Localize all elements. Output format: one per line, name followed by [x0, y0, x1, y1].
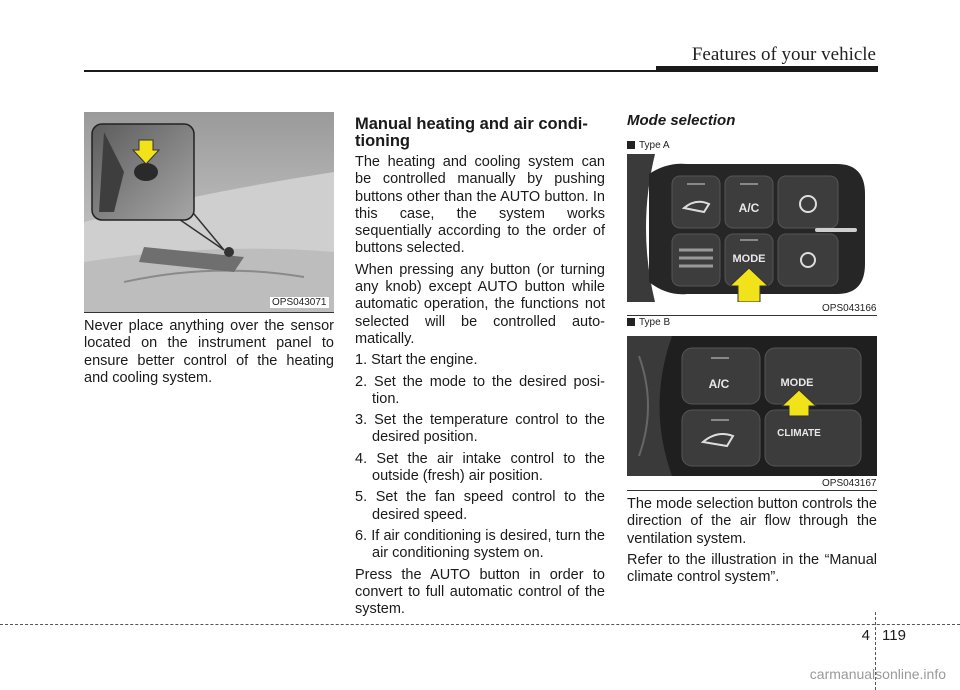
- step-2: 2. Set the mode to the desired posi-tion…: [355, 373, 605, 407]
- figure-rule-type-b: [627, 490, 877, 491]
- footer-rule: [0, 624, 960, 625]
- type-a-panel: A/C MODE: [627, 154, 877, 302]
- footer-divider: [875, 612, 876, 690]
- section-heading-manual: Manual heating and air condi-tioning: [355, 115, 588, 150]
- step-1: 1. Start the engine.: [355, 352, 478, 369]
- type-a-label: Type A: [627, 140, 670, 151]
- mode-body: The mode selection button controls the d…: [627, 496, 877, 590]
- watermark: carmanualsonline.info: [809, 666, 946, 682]
- square-bullet-icon: [627, 141, 635, 149]
- manual-body: The heating and cooling system can be co…: [355, 154, 605, 622]
- type-b-ac-label: A/C: [709, 377, 730, 391]
- type-b-panel: A/C MODE CLIMATE: [627, 336, 877, 476]
- type-b-label-text: Type B: [639, 317, 671, 328]
- header-title: Features of your vehicle: [691, 44, 876, 65]
- type-b-label: Type B: [627, 317, 670, 328]
- page-number: 119: [882, 627, 906, 644]
- figure-code-type-a: OPS043166: [820, 303, 879, 314]
- mode-para-1: The mode selection button controls the d…: [627, 496, 877, 547]
- step-4: 4. Set the air intake control to the out…: [355, 450, 605, 485]
- step-3: 3. Set the temperature control to the de…: [355, 412, 605, 446]
- manual-closing: Press the AUTO button in order to conver…: [355, 566, 605, 618]
- type-b-climate-label: CLIMATE: [777, 428, 821, 439]
- manual-para-2: When pressing any button (or turning any…: [355, 261, 605, 347]
- chapter-number: 4: [861, 627, 870, 644]
- type-a-label-text: Type A: [639, 140, 670, 151]
- header-rule-accent: [656, 66, 878, 72]
- sensor-illustration: [84, 112, 334, 312]
- type-a-ac-label: A/C: [739, 201, 760, 215]
- caution-text: Never place anything over the sensor loc…: [84, 318, 334, 386]
- manual-intro: The heating and cooling system can be co…: [355, 154, 605, 257]
- type-b-mode-label: MODE: [781, 377, 814, 389]
- type-a-mode-label: MODE: [733, 253, 766, 265]
- section-heading-mode: Mode selection: [627, 112, 736, 129]
- step-6: 6. If air conditioning is desired, turn …: [355, 527, 605, 562]
- figure-rule-sensor: [84, 312, 334, 313]
- figure-code-type-b: OPS043167: [820, 478, 879, 489]
- mode-para-2: Refer to the illustration in the “Manual…: [627, 551, 877, 586]
- square-bullet-icon: [627, 318, 635, 326]
- figure-rule-type-a: [627, 315, 877, 316]
- step-5: 5. Set the fan speed control to the desi…: [355, 489, 605, 523]
- header-rule: [84, 70, 878, 72]
- type-a-illustration: A/C MODE: [627, 154, 877, 302]
- sensor-photo: [84, 112, 334, 312]
- type-b-illustration: A/C MODE CLIMATE: [627, 336, 877, 476]
- figure-code-sensor: OPS043071: [270, 297, 329, 308]
